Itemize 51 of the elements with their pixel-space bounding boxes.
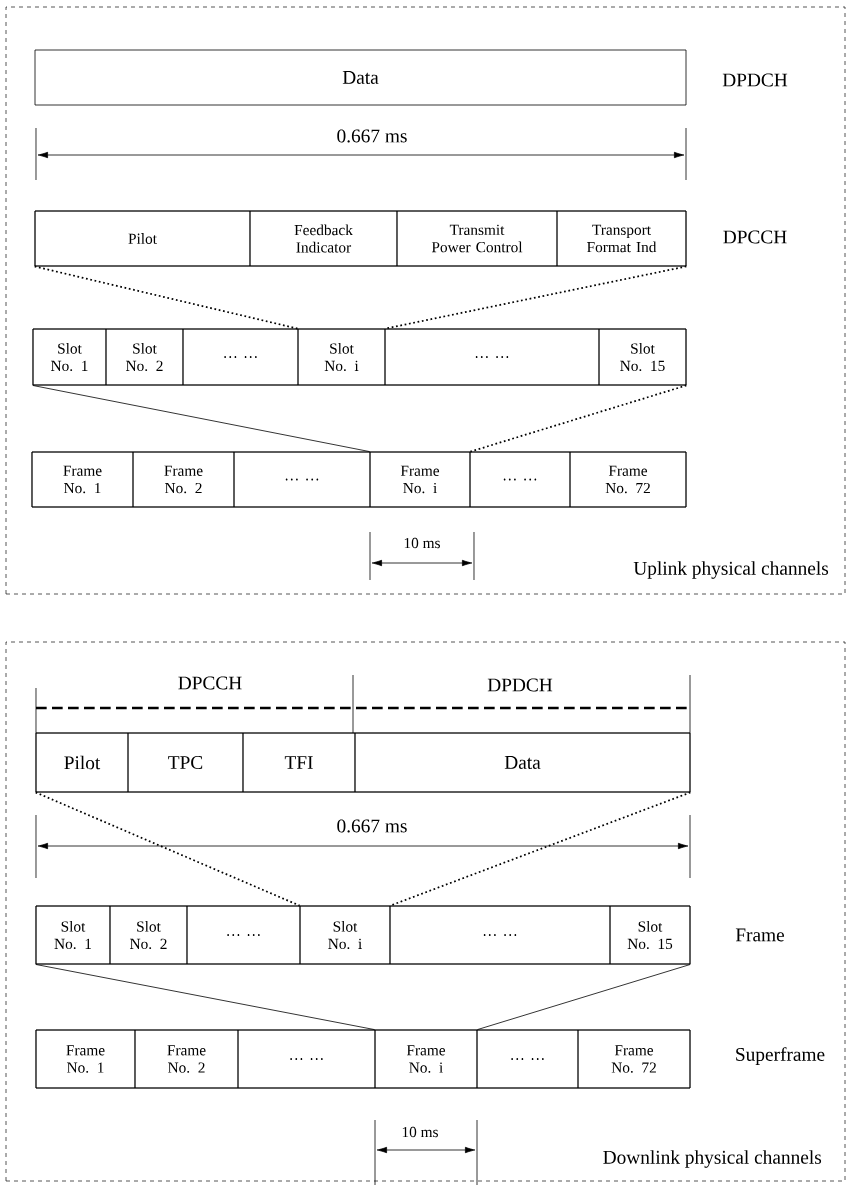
data-field: Data: [34, 49, 687, 106]
field-cell: … …: [233, 451, 371, 508]
dimension-label: 10 ms: [404, 537, 440, 549]
field-cell: Frame No. 1: [31, 451, 134, 508]
channel-label: Superframe: [736, 1047, 825, 1065]
field-cell: Transport Format Ind: [556, 210, 687, 267]
field-cell: Pilot: [34, 210, 251, 267]
field-cell: Frame No. 2: [134, 1029, 239, 1089]
zoom-line: [34, 791, 301, 907]
field-cell: Slot No. i: [297, 328, 386, 386]
field-cell: Transmit Power Control: [396, 210, 558, 267]
field-cell: Pilot: [35, 732, 129, 793]
field-cell: … …: [469, 451, 571, 508]
zoom-line: [32, 385, 370, 452]
channel-label: DPDCH: [487, 678, 553, 692]
dimension-label: 10 ms: [402, 1126, 438, 1138]
zoom-line: [384, 265, 688, 330]
field-cell: TFI: [242, 732, 356, 793]
field-cell: Data: [354, 732, 691, 793]
zoom-line: [469, 384, 688, 453]
dimension-label: 0.667 ms: [337, 819, 407, 833]
field-cell: … …: [384, 328, 600, 386]
field-cell: Frame No. 72: [577, 1029, 691, 1089]
channel-label: DPCCH: [178, 676, 242, 690]
field-cell: Slot No. 2: [109, 905, 188, 965]
field-cell: Slot No. 2: [105, 328, 184, 386]
zoom-line: [35, 964, 375, 1030]
field-cell: Slot No. 1: [35, 905, 111, 965]
field-cell: Frame No. 2: [132, 451, 235, 508]
dimension-label: 0.667 ms: [337, 129, 407, 143]
field-cell: TPC: [127, 732, 244, 793]
channel-label: DPCCH: [723, 230, 787, 244]
field-cell: … …: [237, 1029, 376, 1089]
field-cell: Frame No. i: [369, 451, 471, 508]
field-cell: Slot No. 1: [32, 328, 107, 386]
field-cell: Frame No. i: [374, 1029, 478, 1089]
field-cell: … …: [182, 328, 299, 386]
zoom-line: [33, 265, 299, 330]
field-cell: Slot No. 15: [609, 905, 691, 965]
field-cell: Frame No. 1: [35, 1029, 136, 1089]
field-cell: Slot No. i: [299, 905, 391, 965]
zoom-line: [389, 791, 692, 907]
field-cell: Slot No. 15: [598, 328, 687, 386]
field-cell: … …: [476, 1029, 579, 1089]
channel-label: Frame: [735, 928, 784, 942]
field-cell: Feedback Indicator: [249, 210, 398, 267]
zoom-line: [477, 964, 691, 1030]
channel-label: DPDCH: [722, 73, 788, 87]
field-cell: … …: [389, 905, 611, 965]
field-cell: Frame No. 72: [569, 451, 687, 508]
field-cell: … …: [186, 905, 301, 965]
